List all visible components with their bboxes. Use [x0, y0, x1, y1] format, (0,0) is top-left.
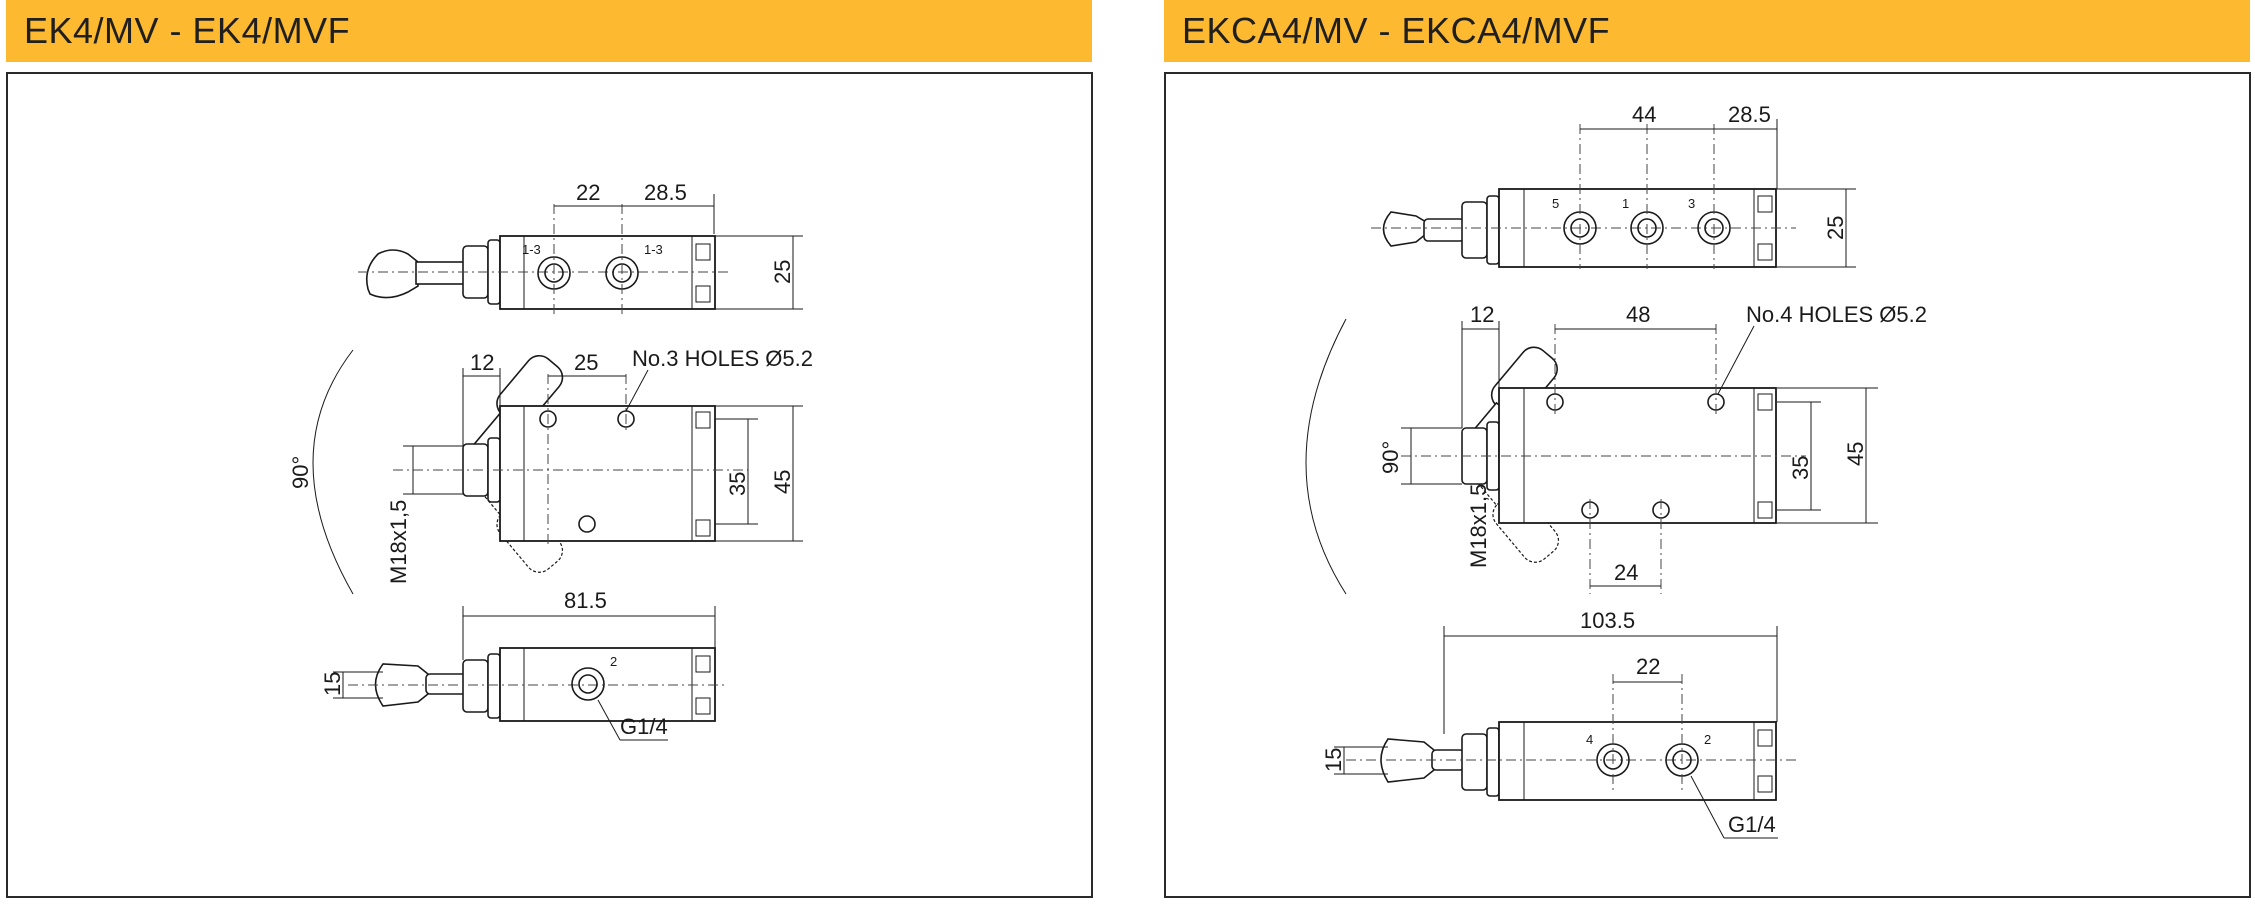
r-dim-103-5: 103.5 [1580, 608, 1635, 633]
left-mid-view: 90° No.3 HOLES Ø5.2 25 12 [288, 346, 813, 595]
r-dim-48: 48 [1626, 302, 1650, 327]
right-title-bar: EKCA4/MV - EKCA4/MVF [1164, 0, 2250, 62]
dim-25-height: 25 [770, 260, 795, 284]
r-thread-m18: M18x1,5 [1466, 484, 1491, 568]
r-lever-knob [1382, 211, 1427, 247]
lever-stem [415, 261, 467, 285]
r-dim-25-height: 25 [1823, 216, 1848, 240]
r-dim-45: 45 [1843, 442, 1868, 466]
r-port-label-4: 4 [1586, 732, 1593, 747]
dim-81-5: 81.5 [564, 588, 607, 613]
r-dim-12: 12 [1470, 302, 1494, 327]
right-title: EKCA4/MV - EKCA4/MVF [1182, 10, 1611, 51]
r-dim-15: 15 [1321, 748, 1346, 772]
r-port-label-1: 1 [1622, 196, 1629, 211]
right-bottom-view: 4 2 22 G1/4 103.5 15 [1321, 608, 1796, 839]
r-angle-90: 90° [1378, 441, 1403, 474]
dim-25-holes: 25 [574, 350, 598, 375]
dim-35: 35 [725, 472, 750, 496]
r-holes-note: No.4 HOLES Ø5.2 [1746, 302, 1927, 327]
r-dim-24: 24 [1614, 560, 1638, 585]
mount-hole-3 [578, 515, 596, 533]
port-label-1-3-a: 1-3 [522, 242, 541, 257]
r-angle-arc [1305, 318, 1347, 595]
dim-12: 12 [470, 350, 494, 375]
right-mid-view: 90° 48 No.4 HOLES Ø5.2 12 [1305, 302, 1927, 595]
port-label-1-3-b: 1-3 [644, 242, 663, 257]
left-title-bar: EK4/MV - EK4/MVF [6, 0, 1092, 62]
thread-m18: M18x1,5 [386, 500, 411, 584]
valve-body-mid [499, 405, 716, 542]
right-technical-drawing: 5 1 3 44 28.5 25 90° [1305, 102, 1927, 839]
right-top-view: 5 1 3 44 28.5 25 [1371, 102, 1856, 269]
dim-28-5: 28.5 [644, 180, 687, 205]
r-dim-28-5: 28.5 [1728, 102, 1771, 127]
left-technical-drawing: 1-3 1-3 22 28.5 25 90° [288, 180, 813, 741]
mount-hole-1 [539, 410, 557, 428]
right-drawing-panel: 5 1 3 44 28.5 25 90° [1164, 72, 2251, 898]
r-dim-35: 35 [1788, 456, 1813, 480]
holes-note: No.3 HOLES Ø5.2 [632, 346, 813, 371]
left-drawing-panel: 1-3 1-3 22 28.5 25 90° [6, 72, 1093, 898]
r-dim-22: 22 [1636, 654, 1660, 679]
r-valve-body-bottom [1498, 721, 1777, 801]
left-top-view: 1-3 1-3 22 28.5 25 [358, 180, 803, 314]
thread-g14: G1/4 [620, 714, 668, 739]
port-2 [571, 667, 605, 701]
angle-arc [312, 349, 354, 595]
angle-90: 90° [288, 456, 313, 489]
left-bottom-view: 2 G1/4 81.5 15 [320, 588, 728, 741]
lever-knob-shape [365, 249, 419, 299]
r-port-label-3: 3 [1688, 196, 1695, 211]
r-valve-body-mid [1498, 387, 1777, 524]
r-thread-g14: G1/4 [1728, 812, 1776, 837]
port-label-2: 2 [610, 654, 617, 669]
r-port-label-5: 5 [1552, 196, 1559, 211]
dim-45: 45 [770, 470, 795, 494]
dim-15: 15 [320, 672, 345, 696]
dim-22: 22 [576, 180, 600, 205]
r-dim-44: 44 [1632, 102, 1656, 127]
r-port-label-2: 2 [1704, 732, 1711, 747]
left-title: EK4/MV - EK4/MVF [24, 10, 351, 51]
